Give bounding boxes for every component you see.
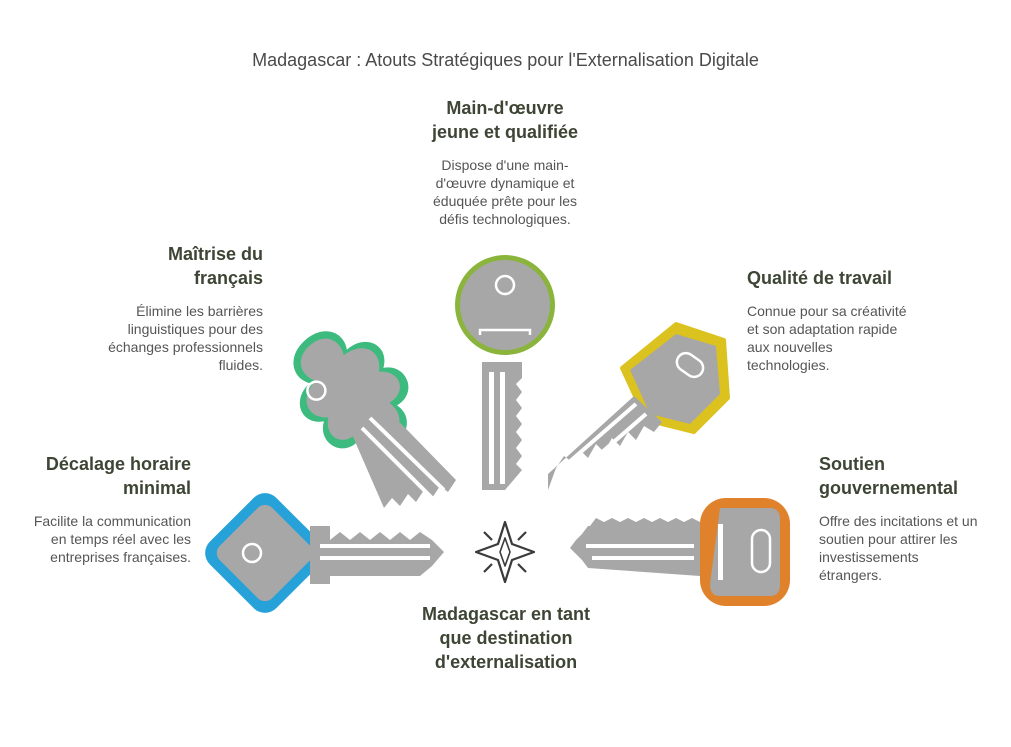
key-young-workforce-icon — [455, 255, 555, 490]
desc-young-workforce: Dispose d'une main-d'œuvre dynamique et … — [433, 157, 577, 227]
heading-young-workforce: Main-d'œuvre jeune et qualifiée — [431, 98, 579, 142]
block-work-quality: Qualité de travail Connue pour sa créati… — [747, 266, 917, 374]
center-label: Madagascar en tant que destination d'ext… — [421, 604, 591, 672]
compass-star-icon — [474, 520, 536, 584]
desc-french-mastery: Élimine les barrières linguistiques pour… — [108, 303, 263, 373]
block-time-zone: Décalage horaire minimal Facilite la com… — [30, 452, 191, 566]
key-government-support-icon — [570, 498, 790, 606]
block-center-label: Madagascar en tant que destination d'ext… — [420, 602, 592, 674]
heading-french-mastery: Maîtrise du français — [167, 244, 263, 288]
heading-work-quality: Qualité de travail — [747, 268, 893, 288]
key-work-quality-icon — [548, 322, 730, 490]
key-time-zone-icon — [205, 493, 444, 613]
heading-government-support: Soutien gouvernemental — [819, 454, 959, 498]
desc-time-zone: Facilite la communication en temps réel … — [33, 513, 191, 565]
desc-work-quality: Connue pour sa créativité et son adaptat… — [747, 303, 907, 373]
desc-government-support: Offre des incitations et un soutien pour… — [819, 513, 978, 583]
block-french-mastery: Maîtrise du français Élimine les barrièr… — [105, 242, 263, 374]
block-young-workforce: Main-d'œuvre jeune et qualifiée Dispose … — [405, 96, 605, 228]
diagram-title: Madagascar : Atouts Stratégiques pour l'… — [252, 50, 759, 70]
block-government-support: Soutien gouvernemental Offre des incitat… — [819, 452, 979, 584]
heading-time-zone: Décalage horaire minimal — [45, 454, 191, 498]
